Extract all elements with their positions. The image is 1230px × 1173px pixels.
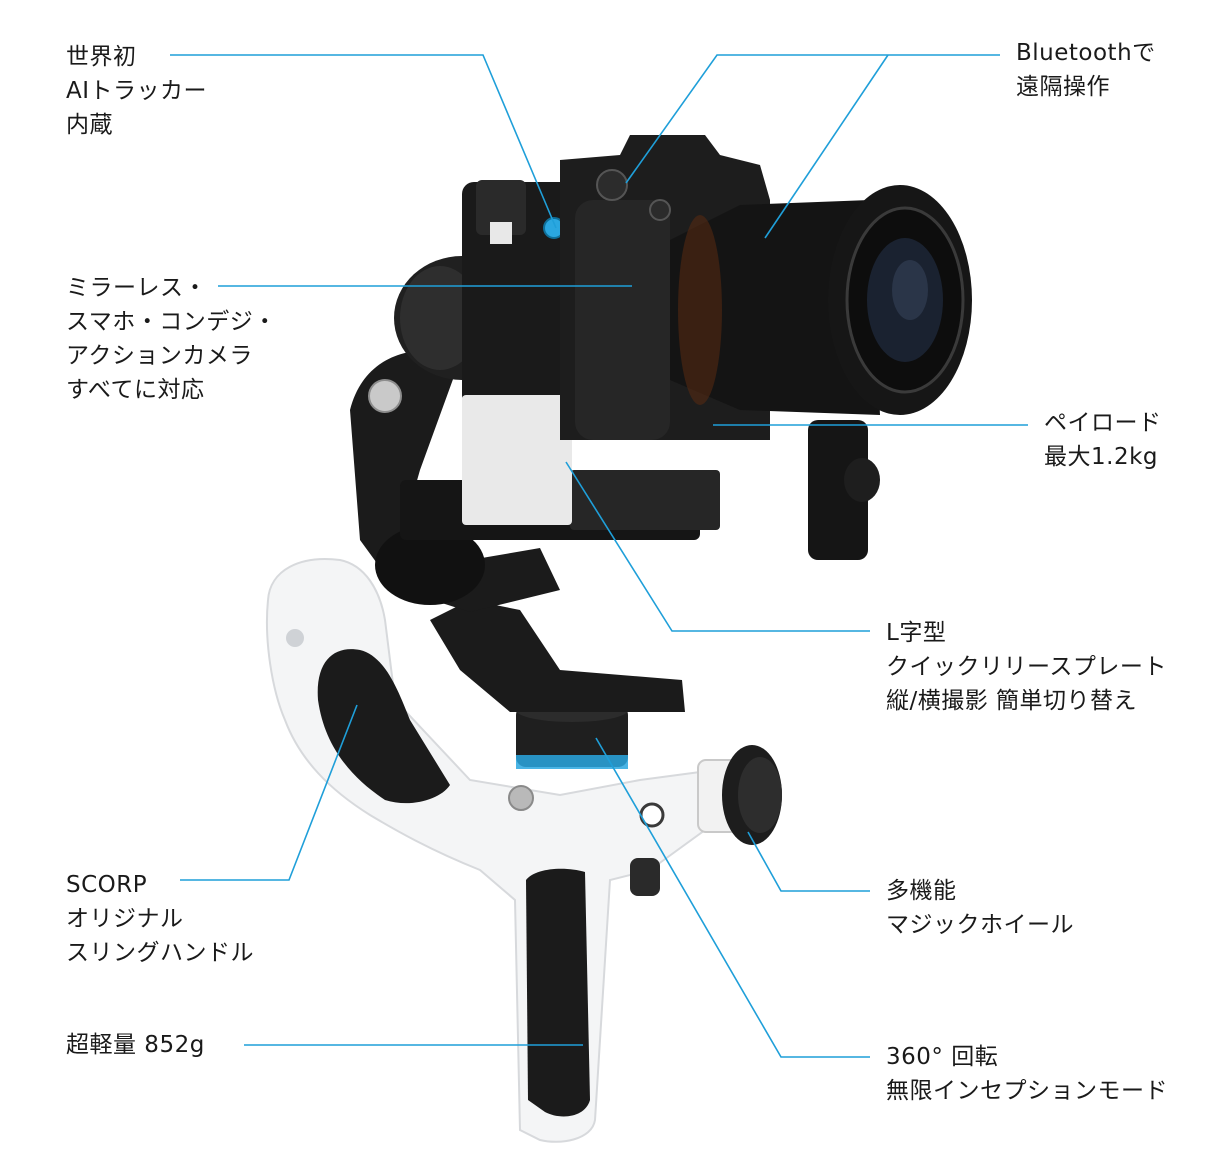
handle-knob-icon	[508, 785, 534, 811]
callout-bluetooth: Bluetoothで 遠隔操作	[1016, 36, 1156, 104]
callout-line: オリジナル	[66, 906, 184, 932]
handle-logo-icon	[286, 629, 304, 647]
mode-dial-icon	[596, 169, 628, 201]
callout-line: 最大1.2kg	[1044, 444, 1158, 470]
callout-line: 360° 回転	[886, 1044, 999, 1070]
callout-line: すべてに対応	[66, 377, 205, 403]
callout-magic-wheel: 多機能 マジックホイール	[886, 874, 1074, 942]
callout-l-plate: L字型 クイックリリースプレート 縦/横撮影 簡単切り替え	[886, 616, 1167, 718]
leader-line-sling-handle	[180, 704, 358, 881]
callout-line: 超軽量 852g	[66, 1032, 205, 1058]
callout-compatibility: ミラーレス・ スマホ・コンデジ・ アクションカメラ すべてに対応	[66, 271, 277, 407]
callout-line: ペイロード	[1044, 410, 1162, 436]
callout-line: SCORP	[66, 872, 148, 898]
arm-knob-icon	[368, 379, 402, 413]
leader-line-bluetooth	[764, 54, 889, 239]
callout-line: アクションカメラ	[66, 343, 253, 369]
callout-line: スマホ・コンデジ・	[66, 309, 277, 335]
callout-weight: 超軽量 852g	[66, 1028, 205, 1062]
callout-rotation: 360° 回転 無限インセプションモード	[886, 1040, 1168, 1108]
label-sticker	[462, 395, 572, 525]
leader-line-magic-wheel	[747, 831, 870, 892]
ai-tracker-module	[476, 180, 526, 235]
leader-line-ai-tracker	[170, 54, 557, 229]
callout-line: クイックリリースプレート	[886, 654, 1167, 680]
callout-line: AIトラッカー	[66, 78, 208, 104]
magic-wheel-body	[697, 745, 782, 845]
camera-lens	[670, 185, 972, 415]
callout-line: 世界初	[66, 44, 137, 70]
l-plate-icon	[570, 470, 720, 530]
joystick-icon	[630, 858, 660, 896]
callout-ai-tracker: 世界初 AIトラッカー 内蔵	[66, 40, 207, 142]
leader-line-bluetooth	[625, 54, 1000, 184]
callout-line: L字型	[886, 620, 947, 646]
callout-line: 多機能	[886, 878, 957, 904]
callout-payload: ペイロード 最大1.2kg	[1044, 406, 1162, 474]
leader-lines	[170, 54, 1028, 1058]
callout-line: 遠隔操作	[1016, 74, 1110, 100]
leader-line-l-plate	[565, 461, 870, 632]
callout-line: ミラーレス・	[66, 275, 207, 301]
tilt-motor	[394, 180, 572, 525]
leader-line-rotation	[595, 737, 870, 1058]
sling-grip-rubber	[317, 649, 450, 804]
callout-line: マジックホイール	[886, 912, 1074, 938]
callout-sling-handle: SCORP オリジナル スリングハンドル	[66, 868, 254, 970]
callout-line: 縦/横撮影 簡単切り替え	[886, 688, 1138, 714]
handle-grip-rubber	[526, 868, 590, 1117]
callout-line: 内蔵	[66, 112, 113, 138]
callout-line: スリングハンドル	[66, 940, 254, 966]
callout-line: Bluetoothで	[1016, 40, 1156, 66]
callout-line: 無限インセプションモード	[886, 1078, 1168, 1104]
sling-handle-body	[265, 558, 707, 1143]
